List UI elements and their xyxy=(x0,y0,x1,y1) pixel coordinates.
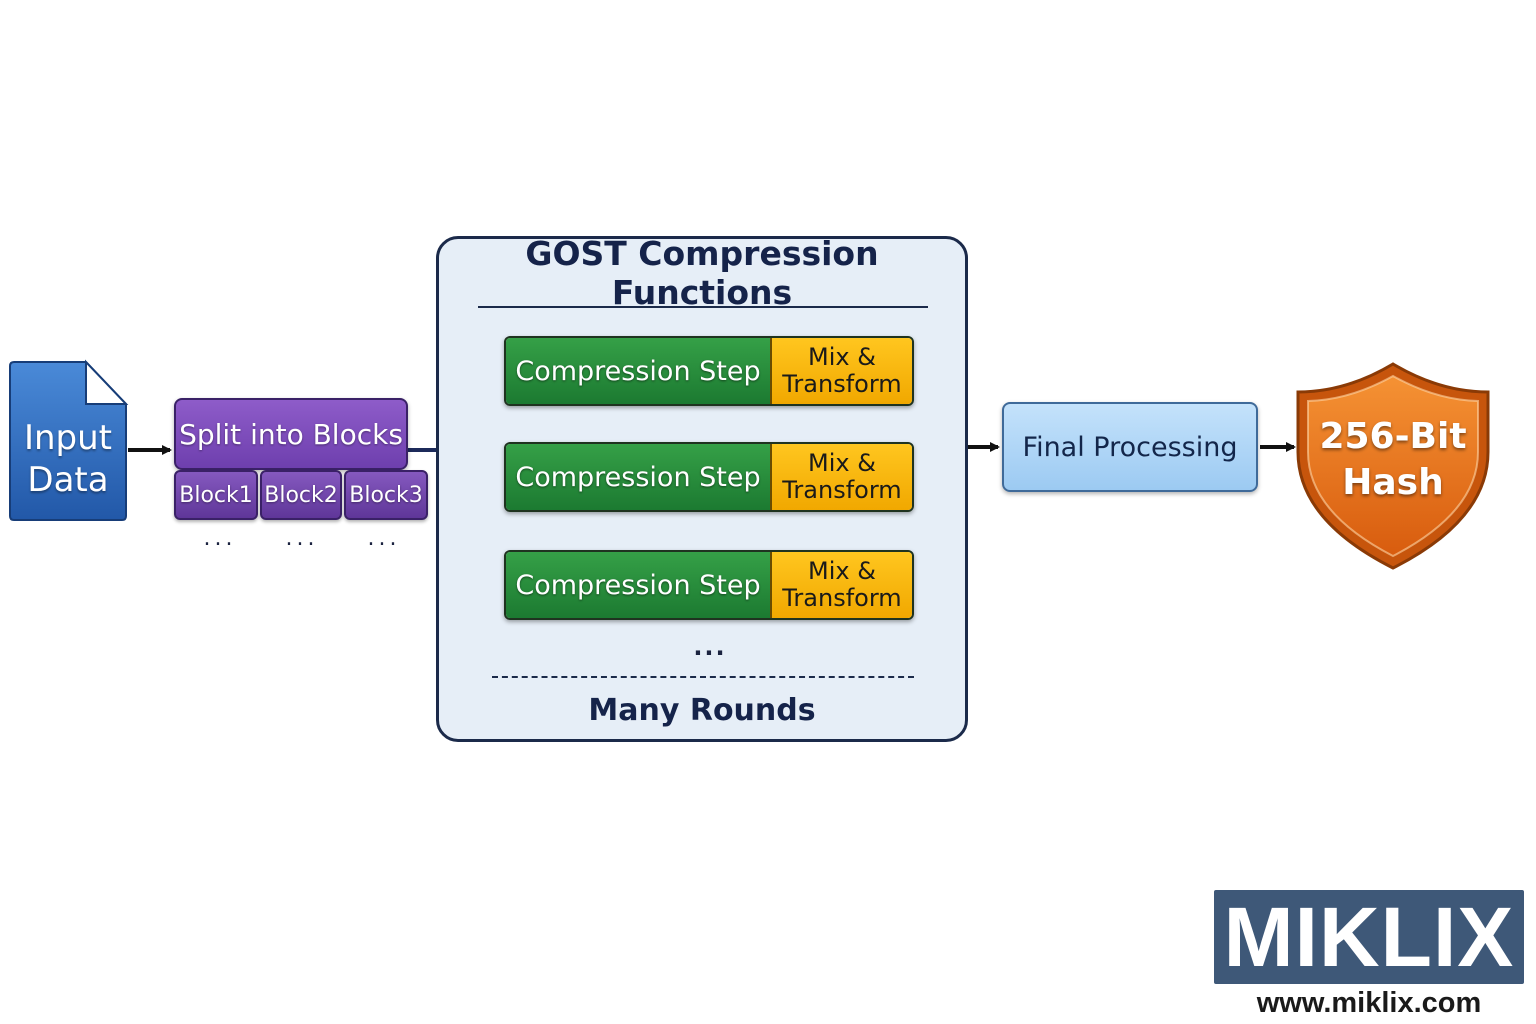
compression-step-3: Compression Step Mix & Transform xyxy=(504,550,914,620)
block-3: Block3 xyxy=(344,470,428,520)
hash-output-line2: Hash xyxy=(1342,462,1444,503)
final-processing-label: Final Processing xyxy=(1022,431,1238,463)
block-1: Block1 xyxy=(174,470,258,520)
block-2-label: Block2 xyxy=(264,482,338,508)
input-data-line1: Input xyxy=(23,418,113,458)
rounds-rule xyxy=(492,676,914,678)
mix-transform-3-line1: Mix & xyxy=(808,557,876,585)
mix-transform-3-line2: Transform xyxy=(782,584,902,612)
document-icon xyxy=(9,359,129,521)
mix-transform-1: Mix & Transform xyxy=(770,338,912,404)
many-rounds-label: Many Rounds xyxy=(588,692,816,728)
gost-title: GOST Compression Functions xyxy=(525,234,879,312)
shield-icon xyxy=(1296,362,1490,570)
hash-output-label: 256-Bit Hash xyxy=(1310,400,1476,520)
hash-output-line1: 256-Bit xyxy=(1319,416,1467,457)
block-3-label: Block3 xyxy=(349,482,423,508)
compression-step-2: Compression Step Mix & Transform xyxy=(504,442,914,512)
compression-step-1-label: Compression Step xyxy=(506,338,770,404)
split-into-blocks-label: Split into Blocks xyxy=(179,417,403,451)
mix-transform-3: Mix & Transform xyxy=(770,552,912,618)
compression-step-2-label: Compression Step xyxy=(506,444,770,510)
mix-transform-2-line1: Mix & xyxy=(808,449,876,477)
block-2: Block2 xyxy=(260,470,342,520)
miklix-url: www.miklix.com xyxy=(1256,986,1482,1019)
final-processing-box: Final Processing xyxy=(1002,402,1258,492)
block-2-more: ... xyxy=(285,525,319,551)
compression-step-1: Compression Step Mix & Transform xyxy=(504,336,914,406)
miklix-logo-text: MIKLIX xyxy=(1223,889,1515,984)
rounds-continuation: ... xyxy=(693,633,727,661)
mix-transform-2: Mix & Transform xyxy=(770,444,912,510)
input-data-label: Input Data xyxy=(10,400,126,518)
input-data-line2: Data xyxy=(27,460,109,500)
mix-transform-1-line1: Mix & xyxy=(808,343,876,371)
miklix-logo: MIKLIX xyxy=(1214,890,1524,984)
mix-transform-2-line2: Transform xyxy=(782,476,902,504)
compression-step-3-label: Compression Step xyxy=(506,552,770,618)
block-1-label: Block1 xyxy=(179,482,253,508)
block-1-more: ... xyxy=(203,525,237,551)
split-into-blocks-box: Split into Blocks xyxy=(174,398,408,470)
gost-title-rule xyxy=(478,306,928,308)
mix-transform-1-line2: Transform xyxy=(782,370,902,398)
block-3-more: ... xyxy=(367,525,401,551)
